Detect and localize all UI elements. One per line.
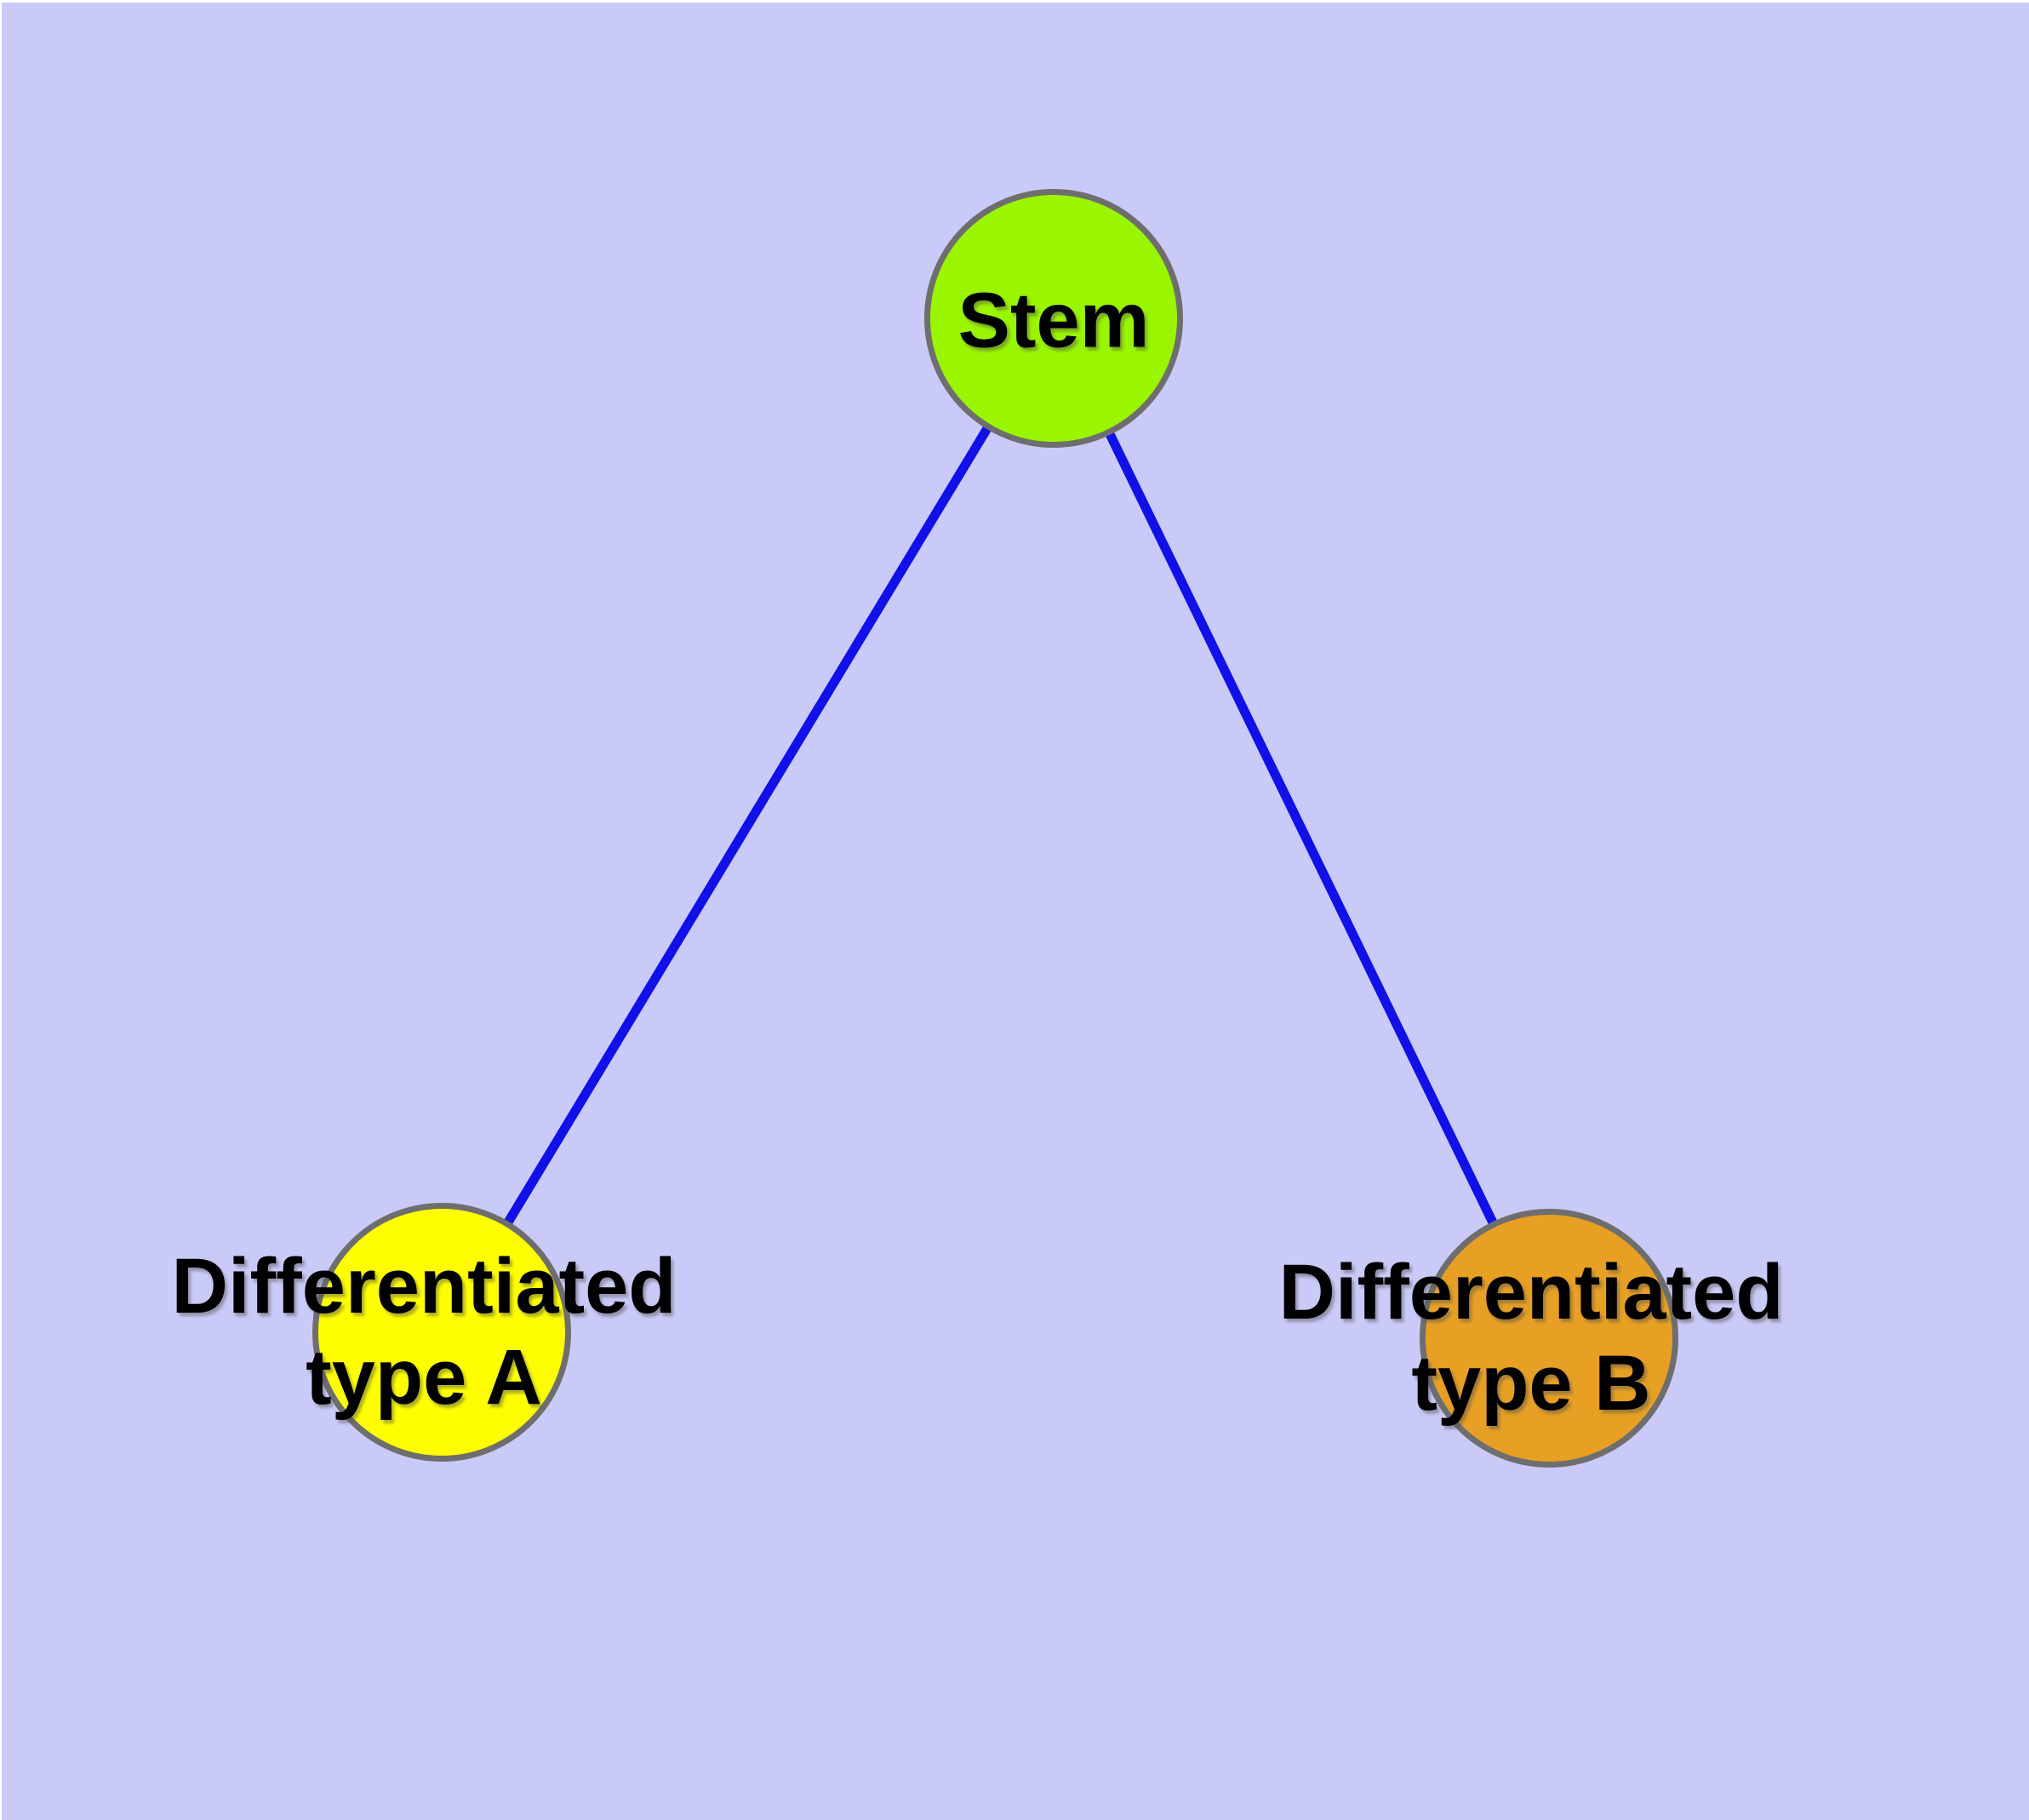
stem-node-circle	[924, 189, 1183, 448]
type-b-node-circle	[1420, 1209, 1678, 1468]
edge-stem-to-type-a	[437, 316, 1058, 1335]
edge-stem-to-type-b	[1049, 316, 1553, 1341]
type-a-node-circle	[312, 1203, 571, 1462]
